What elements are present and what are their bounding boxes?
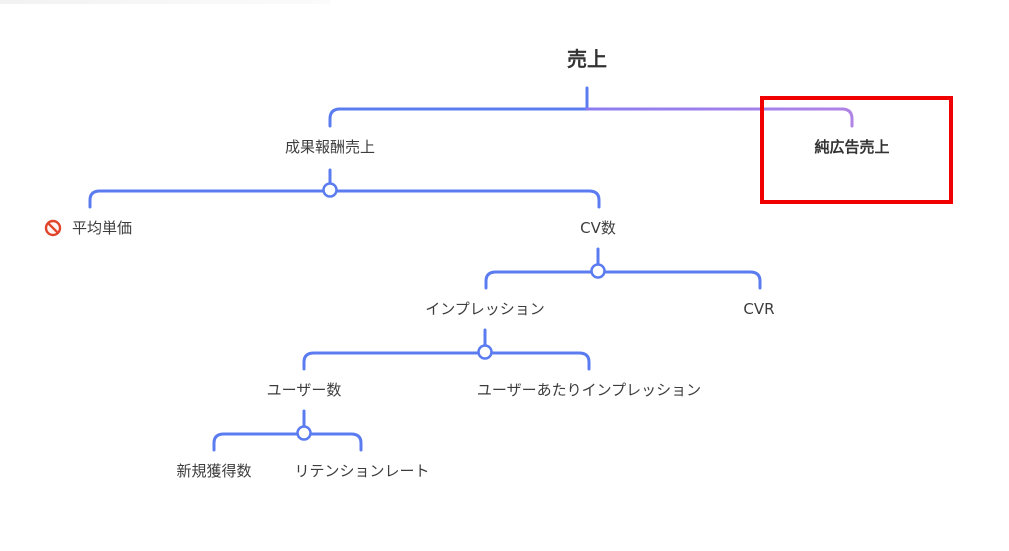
- connector-imp-branch: [302, 351, 591, 371]
- prohibited-icon: [44, 219, 62, 237]
- node-seika[interactable]: 成果報酬売上: [284, 138, 376, 156]
- top-edge-strip: [0, 0, 330, 4]
- junction-seika: [322, 182, 338, 198]
- junction-cv: [590, 263, 606, 279]
- highlight-box: [760, 96, 953, 204]
- node-retention[interactable]: リテンションレート: [294, 462, 430, 480]
- connector-root-right: [585, 107, 854, 128]
- node-imp[interactable]: インプレッション: [425, 300, 545, 318]
- junction-users: [296, 425, 312, 441]
- node-users[interactable]: ユーザー数: [266, 381, 342, 399]
- junction-imp: [477, 344, 493, 360]
- connector-seika-branch: [88, 189, 601, 209]
- node-imp-per-user[interactable]: ユーザーあたりインプレッション: [476, 381, 702, 399]
- node-heikin-label: 平均単価: [72, 219, 133, 237]
- connector-users-branch: [212, 432, 363, 452]
- connector-cv-branch: [484, 270, 762, 290]
- node-root[interactable]: 売上: [567, 47, 607, 71]
- node-junkokoku[interactable]: 純広告売上: [814, 138, 890, 156]
- node-new-users[interactable]: 新規獲得数: [176, 462, 252, 480]
- node-cv[interactable]: CV数: [580, 219, 616, 237]
- node-cvr[interactable]: CVR: [743, 300, 775, 318]
- node-heikin[interactable]: 平均単価: [44, 218, 132, 238]
- connector-root-left: [328, 107, 589, 128]
